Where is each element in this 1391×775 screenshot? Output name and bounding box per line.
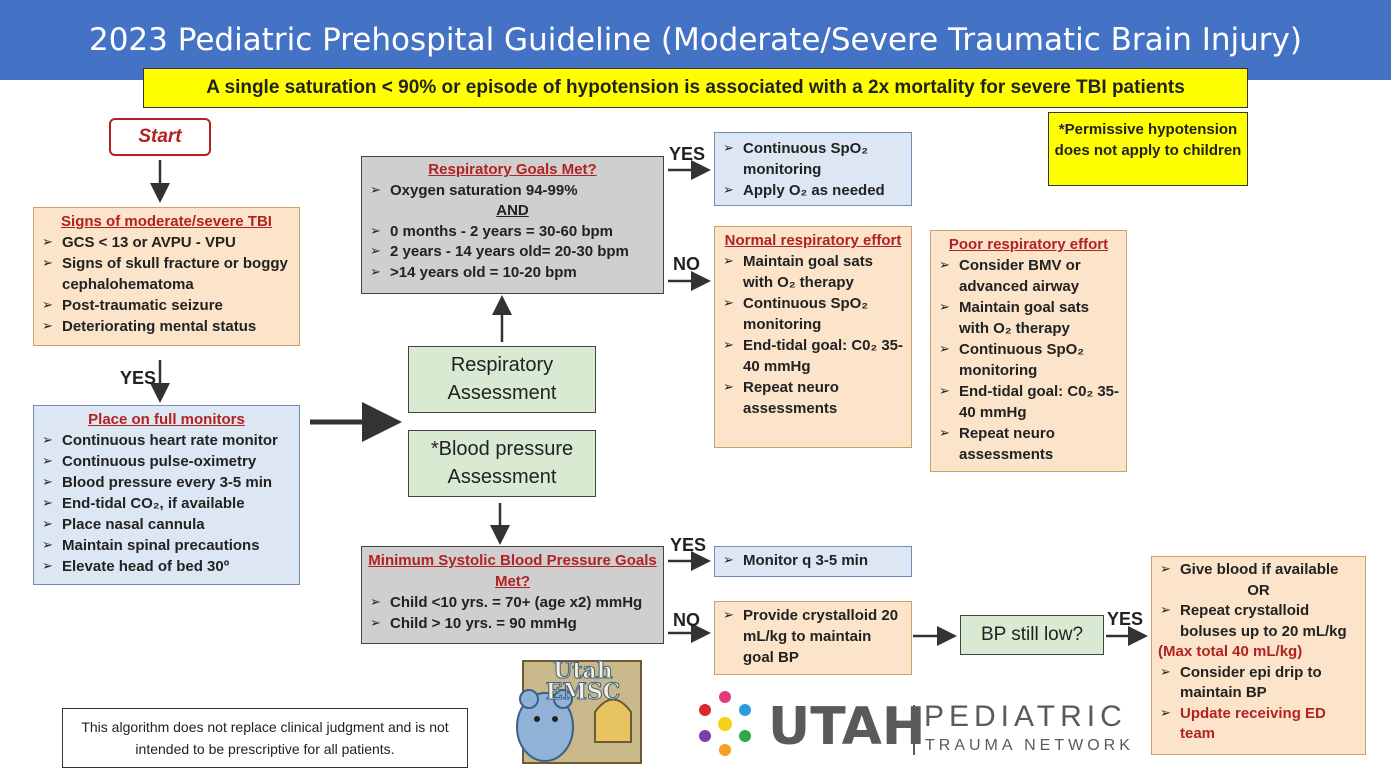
list-item: Deteriorating mental status: [40, 316, 293, 337]
list-item: Apply O₂ as needed: [721, 180, 905, 201]
resp-assess-line1: Respiratory: [450, 354, 554, 376]
blood-item2: Repeat crystalloid boluses up to 20 mL/k…: [1180, 602, 1347, 640]
list-item: Repeat neuro assessments: [721, 377, 905, 419]
list-item: Blood pressure every 3-5 min: [40, 472, 293, 493]
bp-still-low-box: BP still low?: [960, 615, 1104, 655]
bp-no-box: Provide crystalloid 20 mL/kg to maintain…: [714, 601, 912, 675]
respiratory-goals-box: Respiratory Goals Met? Oxygen saturation…: [361, 156, 664, 294]
logo-divider: [913, 705, 915, 755]
monitors-title: Place on full monitors: [88, 411, 245, 428]
or-label: OR: [1247, 581, 1270, 599]
list-item: Maintain goal sats with O₂ therapy: [721, 251, 905, 293]
poor-resp-title: Poor respiratory effort: [948, 236, 1109, 253]
respiratory-assessment-box: Respiratory Assessment: [408, 346, 596, 413]
list-item: 2 years - 14 years old= 20-30 bpm: [368, 242, 657, 263]
list-item: Continuous SpO₂ monitoring: [937, 339, 1120, 381]
signs-box: Signs of moderate/severe TBI GCS < 13 or…: [33, 207, 300, 346]
bp-goals-box: Minimum Systolic Blood Pressure Goals Me…: [361, 546, 664, 644]
list-item: Place nasal cannula: [40, 514, 293, 535]
list-item: End-tidal CO₂, if available: [40, 493, 293, 514]
resp-no-label: NO: [673, 254, 700, 274]
bp-assess-line1: *Blood pressure: [430, 438, 574, 460]
resp-yes-box: Continuous SpO₂ monitoring Apply O₂ as n…: [714, 132, 912, 206]
permissive-hypotension-note: *Permissive hypotension does not apply t…: [1048, 112, 1248, 186]
resp-assess-line2: Assessment: [447, 382, 557, 404]
logo-line2: TRAUMA NETWORK: [925, 737, 1134, 754]
bp-no-label: NO: [673, 610, 700, 630]
list-item: Repeat neuro assessments: [937, 423, 1120, 465]
bp-assessment-box: *Blood pressure Assessment: [408, 430, 596, 497]
list-item: GCS < 13 or AVPU - VPU: [40, 232, 293, 253]
blood-box: Give blood if available OR Repeat crysta…: [1151, 556, 1366, 755]
bp-yes-box: Monitor q 3-5 min: [714, 546, 912, 577]
list-item: Post-traumatic seizure: [40, 295, 293, 316]
emsc-logo-text: Utah EMSC: [545, 658, 621, 705]
list-item: Continuous heart rate monitor: [40, 430, 293, 451]
list-item: Child <10 yrs. = 70+ (age x2) mmHg: [368, 592, 657, 613]
resp-goals-title: Respiratory Goals Met?: [428, 161, 597, 178]
bp-low-yes-label: YES: [1107, 609, 1144, 629]
normal-respiratory-box: Normal respiratory effort Maintain goal …: [714, 226, 912, 448]
list-item: Continuous SpO₂ monitoring: [721, 138, 905, 180]
list-item: Oxygen saturation 94-99%: [368, 181, 657, 202]
bp-assess-line2: Assessment: [447, 466, 557, 488]
list-item: Maintain goal sats with O₂ therapy: [937, 297, 1120, 339]
normal-resp-title: Normal respiratory effort: [724, 232, 902, 249]
list-item: Elevate head of bed 30º: [40, 556, 293, 577]
list-item: Consider epi drip to maintain BP: [1158, 663, 1359, 704]
poor-respiratory-box: Poor respiratory effort Consider BMV or …: [930, 230, 1127, 472]
blood-item2-red: (Max total 40 mL/kg): [1158, 643, 1303, 660]
utah-logo-word: UTAH: [768, 697, 926, 757]
bp-goals-title: Minimum Systolic Blood Pressure Goals Me…: [368, 552, 657, 590]
bp-yes-label: YES: [670, 535, 707, 555]
utah-emsc-logo: Utah EMSC: [505, 657, 645, 769]
list-item: >14 years old = 10-20 bpm: [368, 263, 657, 284]
yes-label: YES: [120, 368, 157, 388]
monitors-box: Place on full monitors Continuous heart …: [33, 405, 300, 585]
logo-line1: PEDIATRIC: [924, 700, 1127, 733]
utah-ptn-logo-icon: [695, 688, 755, 760]
resp-yes-label: YES: [669, 144, 706, 164]
disclaimer: This algorithm does not replace clinical…: [62, 708, 468, 768]
list-item: Continuous pulse-oximetry: [40, 451, 293, 472]
list-item: Update receiving ED team: [1158, 704, 1359, 745]
list-item: Provide crystalloid 20 mL/kg to maintain…: [721, 605, 905, 668]
start-node: Start: [109, 118, 211, 156]
list-item: Consider BMV or advanced airway: [937, 255, 1120, 297]
list-item: Maintain spinal precautions: [40, 535, 293, 556]
list-item: 0 months - 2 years = 30-60 bpm: [368, 222, 657, 243]
list-item: Repeat crystalloid boluses up to 20 mL/k…: [1158, 601, 1359, 663]
list-item: Continuous SpO₂ monitoring: [721, 293, 905, 335]
signs-title: Signs of moderate/severe TBI: [61, 213, 272, 230]
list-item: End-tidal goal: C0₂ 35-40 mmHg: [721, 335, 905, 377]
list-item: Signs of skull fracture or boggy cephalo…: [40, 253, 293, 295]
list-item: Child > 10 yrs. = 90 mmHg: [368, 613, 657, 634]
mortality-banner: A single saturation < 90% or episode of …: [143, 68, 1248, 108]
list-item: Monitor q 3-5 min: [721, 550, 905, 571]
list-item: Give blood if available: [1158, 560, 1359, 581]
and-label: AND: [496, 202, 529, 219]
list-item: End-tidal goal: C0₂ 35-40 mmHg: [937, 381, 1120, 423]
page-title: 2023 Pediatric Prehospital Guideline (Mo…: [0, 0, 1391, 80]
